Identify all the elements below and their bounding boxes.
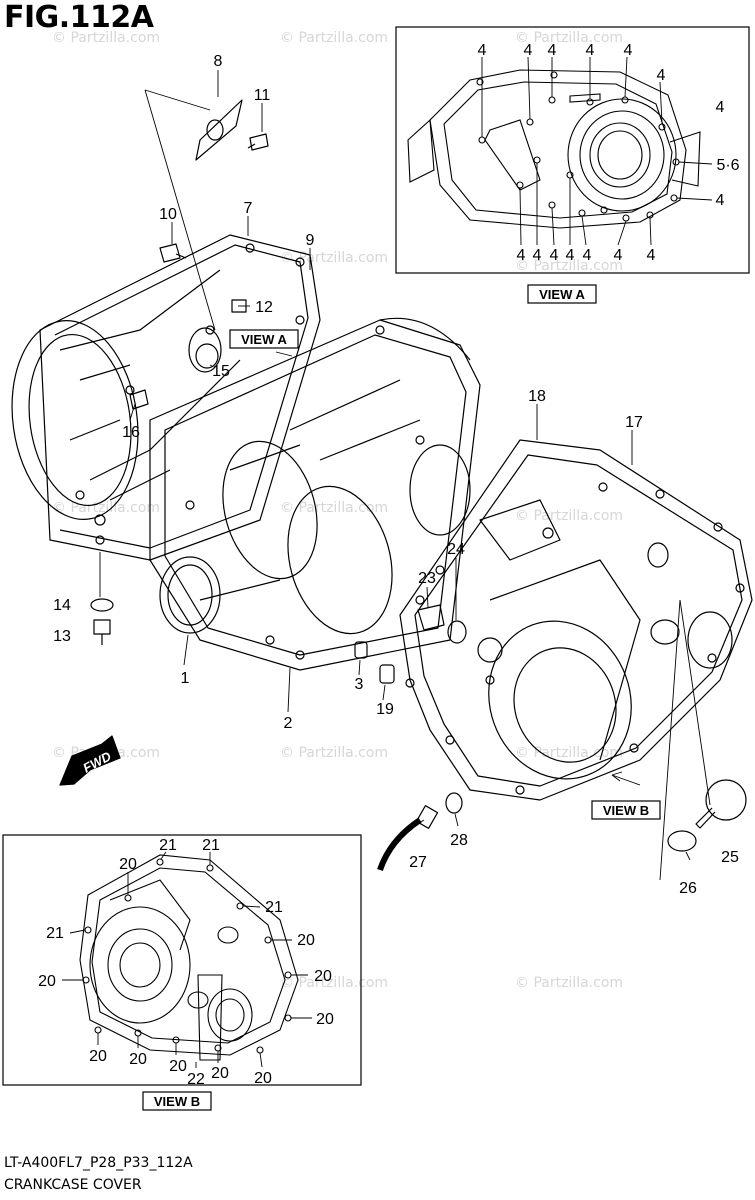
diagram-caption: CRANKCASE COVER bbox=[4, 1177, 142, 1193]
part-number: 16 bbox=[122, 424, 140, 441]
bolt-11 bbox=[249, 133, 269, 151]
seal-15 bbox=[195, 343, 219, 369]
bolt-16 bbox=[129, 389, 149, 410]
part-number: 20 bbox=[129, 1051, 147, 1068]
part-number: 4 bbox=[586, 42, 595, 59]
plug-23 bbox=[417, 604, 445, 631]
watermark: © Partzilla.com bbox=[280, 30, 389, 46]
crankcase-part-2 bbox=[149, 317, 481, 671]
watermark: © Partzilla.com bbox=[515, 745, 624, 761]
part-number: 21 bbox=[46, 925, 64, 942]
watermark: © Partzilla.com bbox=[280, 500, 389, 516]
part-number: 12 bbox=[255, 299, 273, 316]
washer-28 bbox=[445, 792, 463, 814]
watermark: © Partzilla.com bbox=[515, 30, 624, 46]
part-number: 2 bbox=[284, 715, 293, 732]
watermark: © Partzilla.com bbox=[52, 30, 161, 46]
view-a-title: VIEW A bbox=[539, 287, 585, 302]
part-number: 20 bbox=[254, 1070, 272, 1087]
part-number: 4 bbox=[566, 247, 575, 264]
plate-8 bbox=[195, 99, 243, 161]
part-number: 4 bbox=[524, 42, 533, 59]
bolt-10 bbox=[159, 243, 181, 263]
watermark: © Partzilla.com bbox=[515, 258, 624, 274]
part-number: 4 bbox=[548, 42, 557, 59]
part-number: 20 bbox=[169, 1058, 187, 1075]
part-number: 4 bbox=[657, 67, 666, 84]
dowel-pin-3 bbox=[354, 641, 368, 659]
part-number: 20 bbox=[89, 1048, 107, 1065]
oil-seal bbox=[159, 556, 221, 634]
o-ring-24 bbox=[447, 620, 467, 644]
washer-14 bbox=[90, 598, 114, 612]
view-b-title: VIEW B bbox=[154, 1094, 200, 1109]
diagram-code: LT-A400FL7_P28_P33_112A bbox=[4, 1155, 193, 1171]
part-number: 23 bbox=[418, 570, 436, 587]
part-number: 27 bbox=[409, 854, 427, 871]
part-number: 20 bbox=[314, 968, 332, 985]
part-number: 13 bbox=[53, 628, 71, 645]
part-number: 17 bbox=[625, 414, 643, 431]
watermark: © Partzilla.com bbox=[515, 508, 624, 524]
dowel-pin-19 bbox=[379, 664, 395, 684]
watermark: © Partzilla.com bbox=[280, 745, 389, 761]
bolt-12 bbox=[231, 299, 247, 313]
watermark: © Partzilla.com bbox=[515, 975, 624, 991]
part-number: 20 bbox=[119, 856, 137, 873]
part-number: 4 bbox=[517, 247, 526, 264]
part-number: 5·6 bbox=[716, 157, 739, 174]
view-b-callout: VIEW B bbox=[603, 803, 649, 818]
view-a-callout: VIEW A bbox=[241, 332, 287, 347]
part-number: 21 bbox=[159, 837, 177, 854]
part-number: 4 bbox=[533, 247, 542, 264]
part-number: 26 bbox=[679, 880, 697, 897]
part-number: 15 bbox=[212, 363, 230, 380]
view-a-inset bbox=[395, 26, 750, 274]
part-number: 4 bbox=[647, 247, 656, 264]
part-number: 8 bbox=[214, 53, 223, 70]
part-number: 20 bbox=[316, 1011, 334, 1028]
part-number: 24 bbox=[447, 541, 465, 558]
figure-title: FIG.112A bbox=[4, 0, 154, 35]
part-number: 14 bbox=[53, 597, 71, 614]
part-number: 20 bbox=[38, 973, 56, 990]
part-number: 4 bbox=[550, 247, 559, 264]
crankcase-cover-part-1 bbox=[11, 234, 321, 561]
part-number: 4 bbox=[614, 247, 623, 264]
part-number: 4 bbox=[716, 99, 725, 116]
part-number: 3 bbox=[355, 676, 364, 693]
part-number: 11 bbox=[254, 87, 271, 104]
part-number: 9 bbox=[306, 232, 315, 249]
bolt-13 bbox=[93, 619, 111, 635]
part-number: 20 bbox=[211, 1065, 229, 1082]
part-number: 25 bbox=[721, 849, 739, 866]
part-number: 20 bbox=[297, 932, 315, 949]
part-number: 4 bbox=[624, 42, 633, 59]
part-number: 4 bbox=[478, 42, 487, 59]
view-b-inset bbox=[2, 834, 362, 1086]
part-number: 21 bbox=[202, 837, 220, 854]
part-number: 10 bbox=[159, 206, 177, 223]
part-number: 1 bbox=[181, 670, 190, 687]
part-number: 4 bbox=[716, 192, 725, 209]
part-number: 28 bbox=[450, 832, 468, 849]
oil-filler-cap-25 bbox=[705, 779, 747, 821]
hose-27 bbox=[377, 817, 422, 872]
o-ring-26 bbox=[667, 830, 697, 852]
part-number: 21 bbox=[265, 899, 283, 916]
part-number: 18 bbox=[528, 388, 546, 405]
part-number: 19 bbox=[376, 701, 394, 718]
part-number: 22 bbox=[187, 1071, 205, 1088]
part-number: 7 bbox=[244, 200, 253, 217]
part-number: 4 bbox=[583, 247, 592, 264]
fwd-arrow bbox=[59, 735, 121, 786]
crankcase-cover-part-18 bbox=[399, 439, 753, 801]
